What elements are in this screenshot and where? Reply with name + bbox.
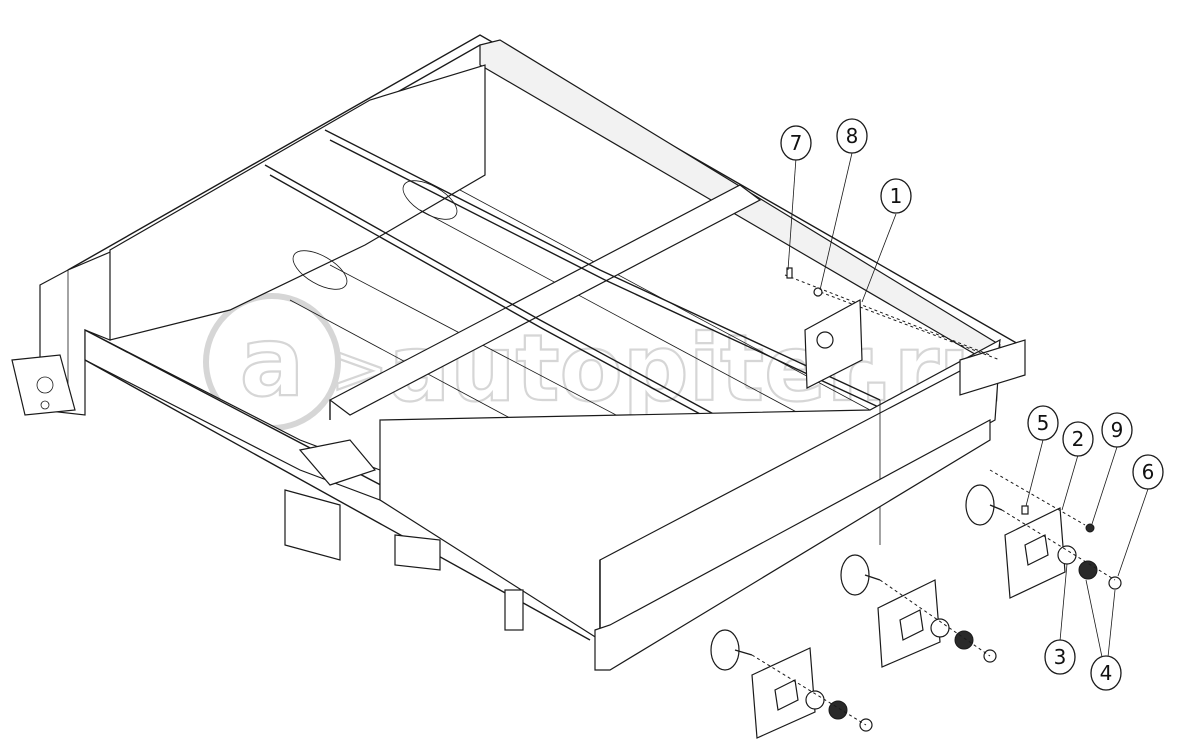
- svg-text:2: 2: [1072, 427, 1085, 451]
- callout-3: 3: [1044, 563, 1076, 675]
- svg-text:3: 3: [1054, 645, 1067, 669]
- callout-6: 6: [1117, 454, 1164, 577]
- roller-shafts: [710, 484, 1003, 671]
- svg-text:5: 5: [1037, 411, 1050, 435]
- svg-text:6: 6: [1142, 460, 1155, 484]
- callout-2: 2: [1061, 421, 1094, 511]
- callout-1: 1: [861, 178, 912, 303]
- svg-text:7: 7: [790, 131, 803, 155]
- callout-5: 5: [1025, 405, 1059, 507]
- callouts: 7 8 1 5 2 9 6: [780, 118, 1164, 691]
- callout-9: 9: [1091, 412, 1133, 525]
- callout-7: 7: [780, 125, 812, 271]
- svg-text:9: 9: [1111, 418, 1124, 442]
- svg-text:8: 8: [846, 124, 859, 148]
- callout-8: 8: [819, 118, 868, 291]
- exploded-parts: [751, 267, 1122, 739]
- callout-4: 4: [1085, 579, 1122, 691]
- frame-body: [11, 34, 1026, 671]
- svg-text:a: a: [240, 306, 305, 418]
- svg-text:4: 4: [1100, 661, 1113, 685]
- svg-text:1: 1: [890, 184, 903, 208]
